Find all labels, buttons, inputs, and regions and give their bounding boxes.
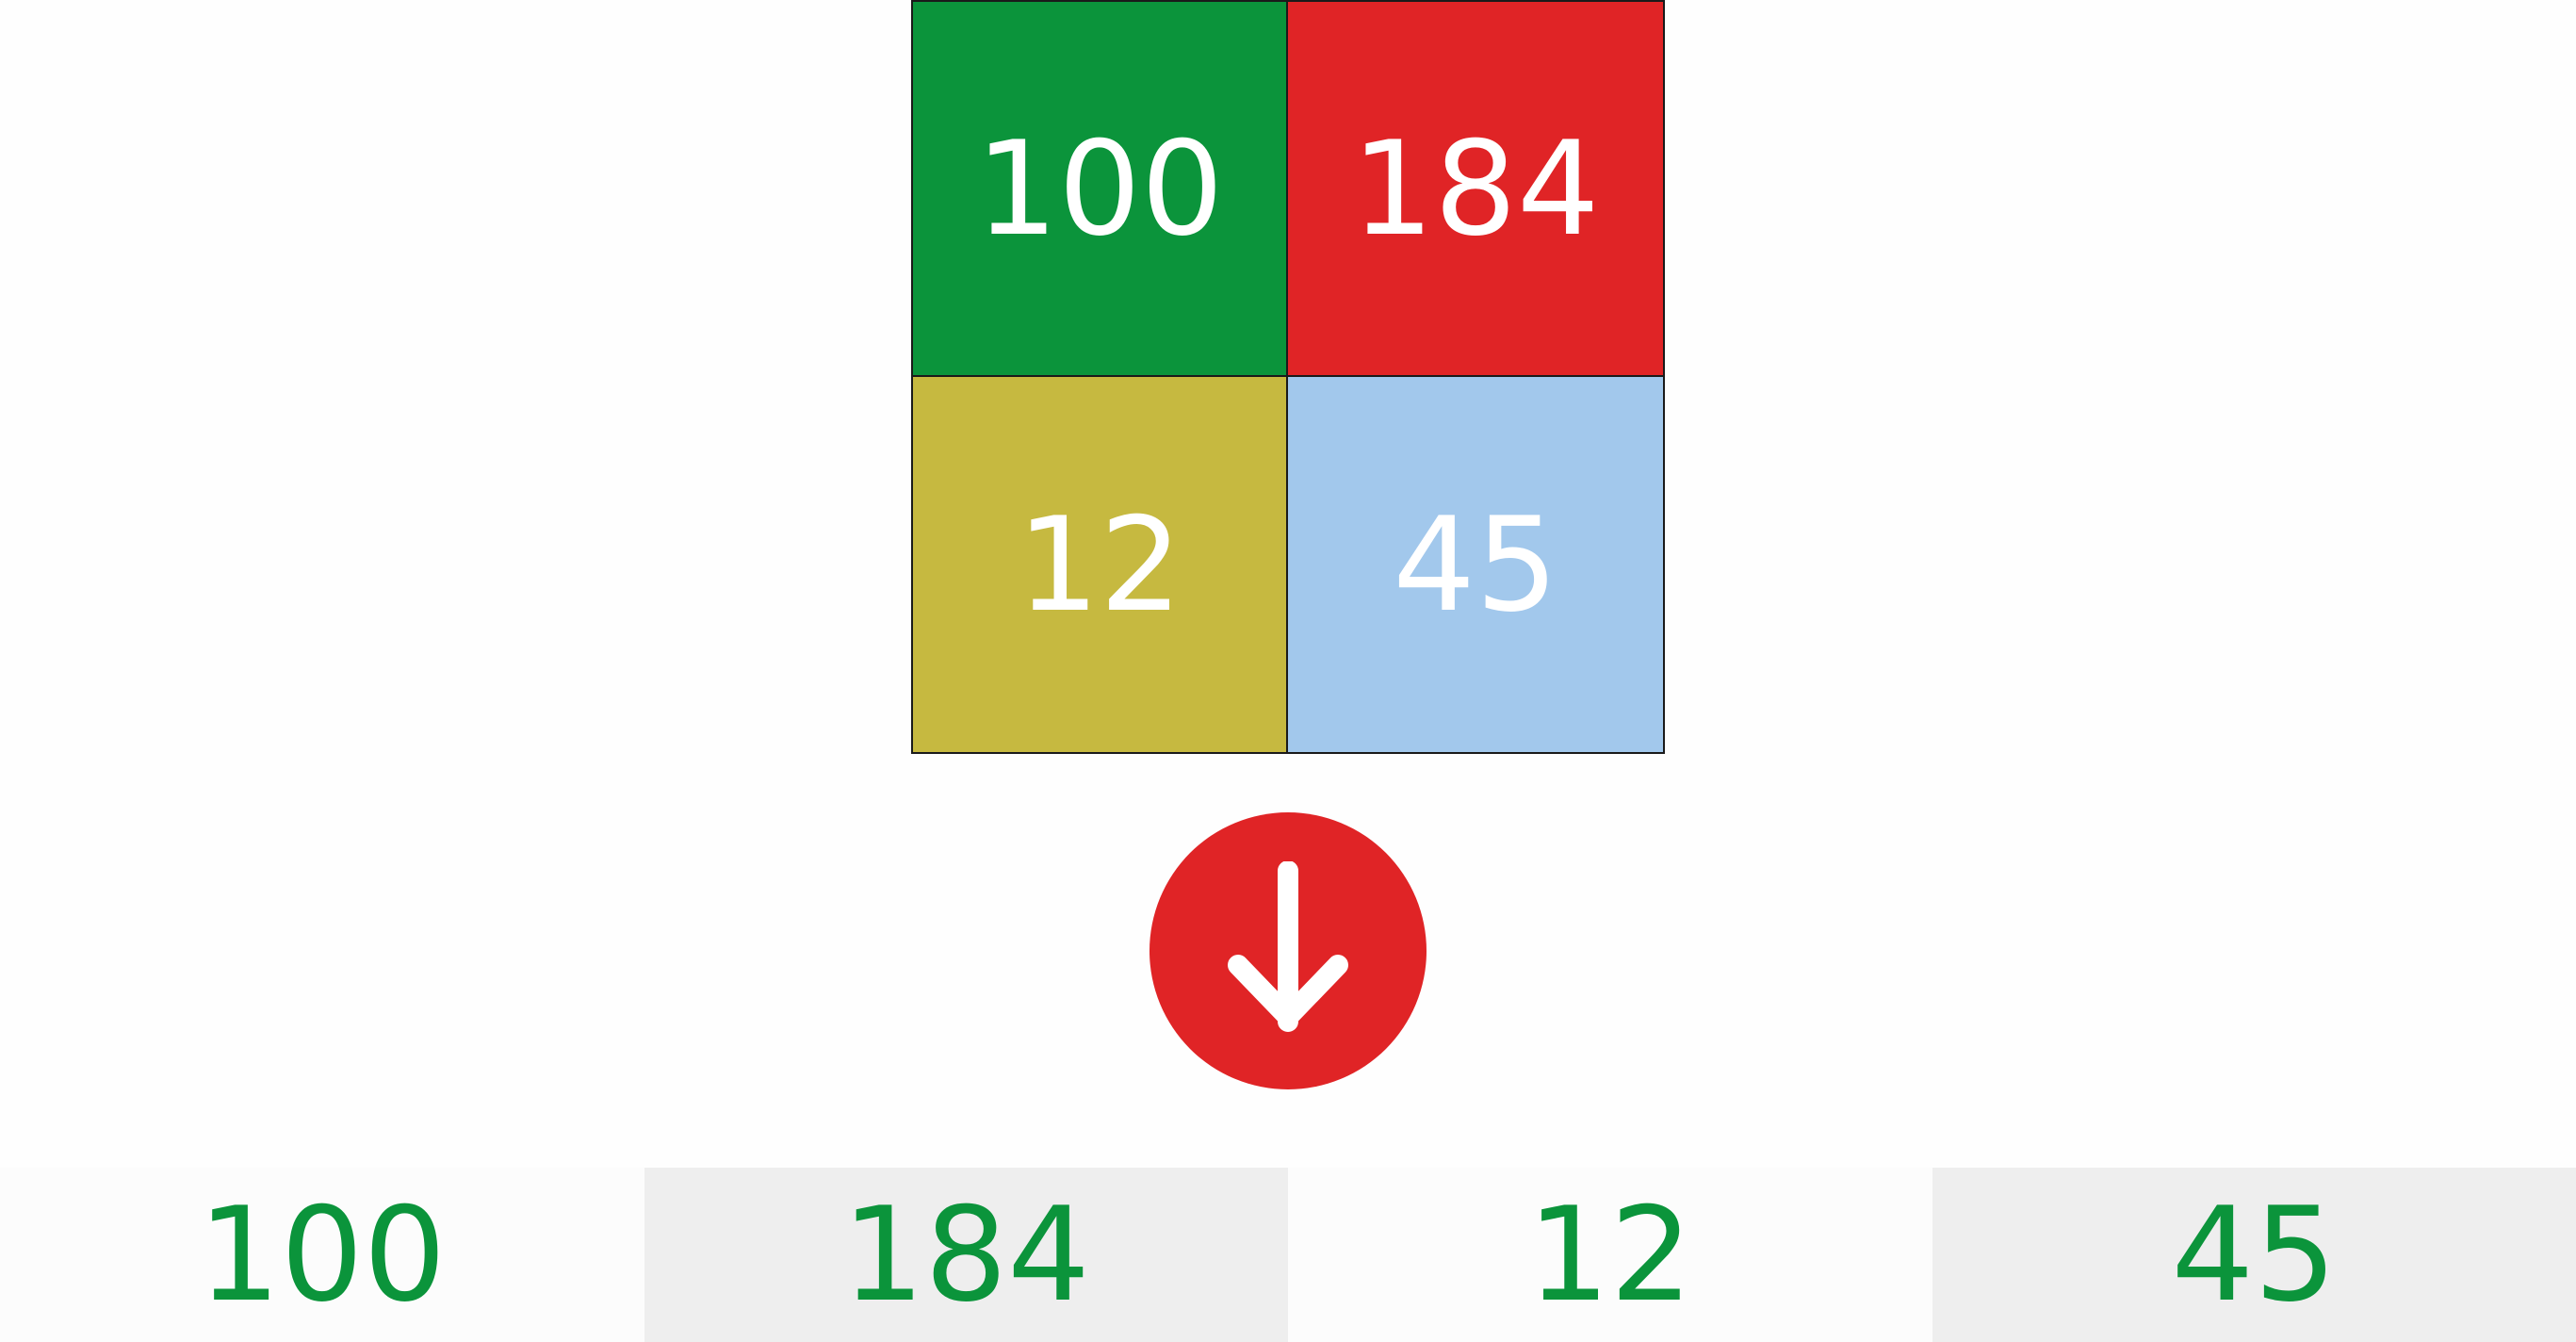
array-item-3-value: 45 [2171,1179,2338,1331]
matrix-cell-0-value: 100 [975,112,1224,265]
array-item-3: 45 [1932,1168,2576,1342]
flattened-array: 100 184 12 45 [0,1168,2576,1342]
array-item-2: 12 [1288,1168,1932,1342]
matrix-cell-2: 12 [913,377,1288,752]
array-item-2-value: 12 [1526,1179,1693,1331]
array-item-0-value: 100 [198,1179,447,1331]
array-item-1-value: 184 [841,1179,1090,1331]
matrix-cell-3-value: 45 [1393,488,1558,641]
matrix-cell-0: 100 [913,2,1288,377]
arrow-down-icon [1228,861,1348,1032]
matrix-cell-1-value: 184 [1351,112,1600,265]
matrix-2x2: 100 184 12 45 [911,0,1665,754]
array-item-0: 100 [0,1168,644,1342]
flatten-arrow-badge [1149,812,1427,1089]
matrix-cell-2-value: 12 [1017,488,1182,641]
array-item-1: 184 [644,1168,1288,1342]
matrix-cell-3: 45 [1288,377,1663,752]
matrix-cell-1: 184 [1288,2,1663,377]
